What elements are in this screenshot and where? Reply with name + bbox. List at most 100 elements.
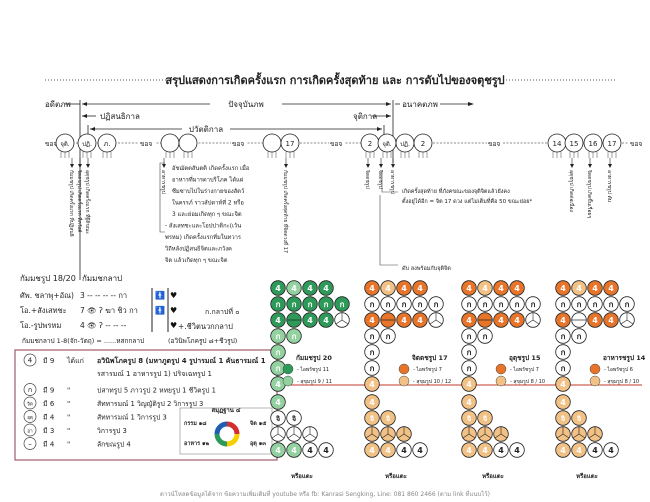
- rupa-circle-label: ก: [483, 332, 488, 341]
- rupa-circle: [555, 328, 571, 344]
- legend-ditto: ได้แก่: [66, 356, 84, 365]
- legend-text: ปสาทรูป 5 ภาวรูป 2 หทยรูป 1 ชีวิตรูป 1: [97, 387, 216, 395]
- samutthana-citta: จิต ๑๕: [249, 420, 267, 427]
- rupa-circle: [396, 442, 412, 458]
- rupa-circle: [461, 394, 477, 410]
- rupa-circle: [364, 312, 380, 328]
- last-note-line: เกิดครั้งสุดท้าย ที่ภังคขณะของจุติจิตแล้…: [402, 187, 510, 195]
- flow-label: ขอจ: [140, 140, 152, 148]
- rupa-circle: [364, 296, 380, 312]
- label-death-period: จุติกาล: [353, 112, 377, 121]
- rupa-circle-label: 4: [560, 398, 566, 407]
- rupa-circle: [555, 312, 571, 328]
- rupa-circle-label: ก: [483, 300, 488, 309]
- rupa-circle-label: ก: [625, 300, 630, 309]
- rupa-circle: [318, 296, 334, 312]
- node-label: ปฏิ.: [82, 141, 92, 148]
- heart-icon: ♥: [170, 291, 177, 300]
- vertical-label: จิตตชรูป: [377, 170, 384, 189]
- rupa-circle-label: ก: [561, 332, 566, 341]
- rupa-circle-label: 4: [466, 398, 472, 407]
- ahara-note-bracket: [159, 162, 165, 233]
- grid-legend-light: - สุขุมรูป 10 / 12: [413, 379, 451, 385]
- rupa-circle-label: ก: [467, 348, 472, 357]
- rupa-circle-label: ก: [577, 300, 582, 309]
- rupa-circle-label: จิ: [482, 415, 487, 423]
- footer-credit: ดาวน์โหลดข้อมูลได้จาก ข้อความเพิ่มเติมที…: [160, 490, 490, 498]
- kalapa-footer-right: (อวินิพโภครูป ๘+ชีวรูป): [168, 337, 237, 345]
- rupa-circle: [477, 296, 493, 312]
- rupa-circle-label: 4: [560, 284, 566, 293]
- rupa-circle-label: 4: [417, 446, 423, 455]
- rupa-circle: [286, 328, 302, 344]
- person-icon: 🚹: [155, 290, 165, 300]
- ahara-note: อัชฌัตตสันตติ เกิดครั้งแรก เมื่ออาหารที่…: [164, 163, 249, 264]
- grid-legend-light: - สุขุมรูป 8 / 10: [510, 379, 545, 385]
- rupa-circle-label: ก: [370, 364, 375, 373]
- rupa-circle-label: ก: [276, 364, 281, 373]
- rupa-circle-label: ก: [531, 300, 536, 309]
- rupa-circle-label: 4: [323, 446, 329, 455]
- rupa-circle-label: 4: [466, 446, 472, 455]
- timeline-arrowheads: [82, 102, 474, 131]
- rupa-circle-label: 4: [291, 284, 297, 293]
- rupa-circle: [571, 442, 587, 458]
- vertical-label: กัมมชรูป เกิดครั้งสุดท้าย ที่จิตดวงที่ 1…: [282, 170, 291, 253]
- last-note: เกิดครั้งสุดท้าย ที่ภังคขณะของจุติจิตแล้…: [381, 170, 532, 205]
- samutthana-ring-icon: [214, 421, 240, 447]
- vertical-label: จิตตชรูป เกิดครั้งแรก ที่ภวังค์: [76, 170, 85, 233]
- kalapa-row-label: ศัพ. ชลาพุ+อัณ): [20, 291, 74, 300]
- rupa-circle: [477, 328, 493, 344]
- rupa-circle-label: 4: [275, 446, 281, 455]
- grid-title: อาหารชรูป 14: [603, 354, 646, 363]
- rupa-circle: [493, 442, 509, 458]
- grid-legend-dark: - ไอพรัชรูป 7: [510, 366, 539, 373]
- rupa-circle-label: 4: [369, 316, 375, 325]
- label-rebirth-period: ปฏิสนธิกาล: [100, 112, 140, 121]
- label-future: อนาคตภพ: [402, 100, 438, 109]
- rupa-circle: [493, 296, 509, 312]
- legend-text: วิการรูป 3: [97, 427, 127, 435]
- grid-caption: หรือแตะ: [576, 472, 598, 480]
- rupa-circle-label: 4: [307, 316, 313, 325]
- node-label: 2: [368, 140, 372, 148]
- grid-legend-light: - สุขุมรูป 8 / 10: [604, 379, 639, 385]
- rupa-circle: [396, 312, 412, 328]
- legend-count: มี 6: [43, 400, 55, 408]
- rupa-circle-label: ก: [609, 300, 614, 309]
- legend-count: มี 4: [43, 414, 55, 422]
- rupa-circle-label: ก: [593, 300, 598, 309]
- rupa-circle-label: ก: [370, 300, 375, 309]
- rupa-circle-label: 4: [608, 284, 614, 293]
- rupa-circle: [555, 410, 571, 426]
- rupa-circle: [286, 280, 302, 296]
- rupa-circle-label: จิ: [560, 415, 565, 423]
- node-label: 15: [570, 140, 579, 148]
- legend-text: สัททารมณ์ 1 วิญญัติรูป 2 วิการรูป 3: [97, 400, 203, 408]
- legend-ditto: ": [67, 414, 70, 422]
- legend-symbol-icon: [23, 423, 37, 437]
- node-label: 2: [421, 140, 425, 148]
- rupa-circle-label: 4: [307, 284, 313, 293]
- flow-label: ขอจ: [232, 140, 244, 148]
- vertical-label: จิตตชรูป: [364, 170, 371, 189]
- rupa-circle: [461, 328, 477, 344]
- rupa-circle-label: ก: [402, 300, 407, 309]
- rupa-circle-label: ก: [515, 300, 520, 309]
- mind-moment-node: [178, 133, 198, 153]
- rupa-circle-label: ก: [386, 332, 391, 341]
- rupa-circle: [555, 376, 571, 392]
- flow-label: ขอจ: [330, 140, 342, 148]
- rupa-circle-label: ก: [276, 332, 281, 341]
- ahara-note-line: อาหารที่มารดาบริโภค ได้แผ่: [172, 176, 243, 184]
- legend-symbol: อา: [27, 430, 33, 435]
- rupa-circle: [493, 280, 509, 296]
- rupa-circle-label: 4: [369, 398, 375, 407]
- rupa-circle: [380, 442, 396, 458]
- rupa-circle: [380, 280, 396, 296]
- legend-dark-swatch: [398, 363, 410, 375]
- rupa-circle-label: ก: [467, 332, 472, 341]
